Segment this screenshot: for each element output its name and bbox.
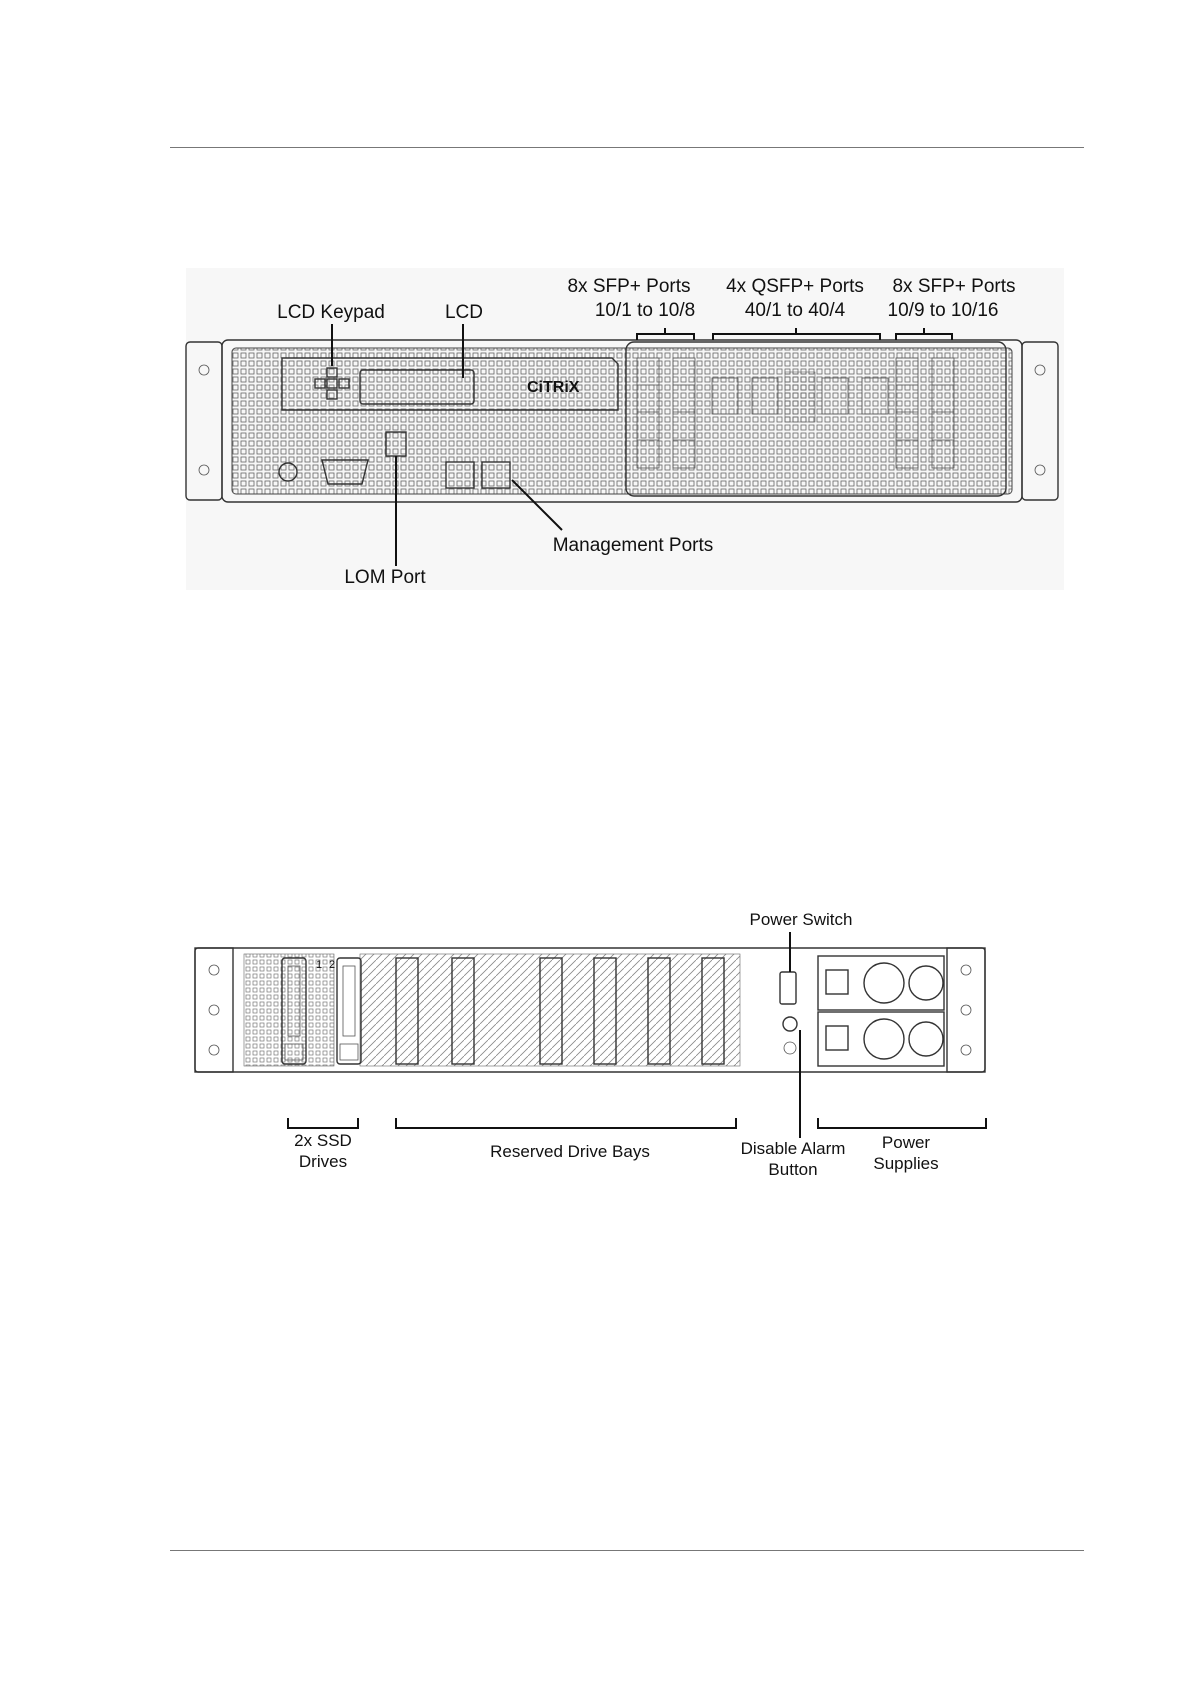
label-ssd-title: 2x SSD bbox=[294, 1131, 352, 1150]
label-lom-port: LOM Port bbox=[344, 567, 426, 588]
citrix-logo: CiTRiX bbox=[527, 379, 580, 396]
front-vent-grille bbox=[232, 348, 1012, 494]
bracket-ssd bbox=[288, 1118, 358, 1128]
power-supplies bbox=[818, 956, 944, 1066]
label-management-ports: Management Ports bbox=[553, 535, 714, 556]
label-qsfp-title: 4x QSFP+ Ports bbox=[726, 276, 864, 297]
back-left-ear bbox=[195, 948, 233, 1072]
back-right-ear bbox=[947, 948, 985, 1072]
back-chassis bbox=[195, 948, 985, 1072]
ssd-drives bbox=[282, 958, 361, 1064]
label-sfp-left-range: 10/1 to 10/8 bbox=[595, 300, 695, 321]
label-reserved-bays: Reserved Drive Bays bbox=[490, 1142, 650, 1161]
label-power-switch: Power Switch bbox=[750, 910, 853, 929]
front-panel-diagram: CiTRiX LCD Keypad LCD 8x SFP+ Ports 10/1… bbox=[0, 0, 1191, 700]
drive-number-2: 2 bbox=[329, 959, 335, 971]
label-power-supplies-sub: Supplies bbox=[873, 1154, 938, 1173]
label-power-supplies: Power bbox=[882, 1133, 931, 1152]
label-lcd-keypad: LCD Keypad bbox=[277, 302, 385, 323]
power-switch bbox=[780, 972, 796, 1004]
label-disable-alarm-sub: Button bbox=[768, 1160, 817, 1179]
label-lcd: LCD bbox=[445, 302, 483, 323]
label-sfp-left-title: 8x SFP+ Ports bbox=[567, 276, 690, 297]
bracket-power-supplies bbox=[818, 1118, 986, 1128]
label-sfp-right-title: 8x SFP+ Ports bbox=[892, 276, 1015, 297]
label-disable-alarm: Disable Alarm bbox=[741, 1139, 846, 1158]
label-ssd-sub: Drives bbox=[299, 1152, 347, 1171]
bracket-reserved-bays bbox=[396, 1118, 736, 1128]
disable-alarm-button bbox=[783, 1017, 797, 1031]
drive-number-1: 1 bbox=[316, 959, 322, 971]
footer-rule bbox=[170, 1550, 1084, 1551]
label-sfp-right-range: 10/9 to 10/16 bbox=[888, 300, 999, 321]
label-qsfp-range: 40/1 to 40/4 bbox=[745, 300, 846, 321]
reserved-drive-bays bbox=[396, 958, 724, 1064]
